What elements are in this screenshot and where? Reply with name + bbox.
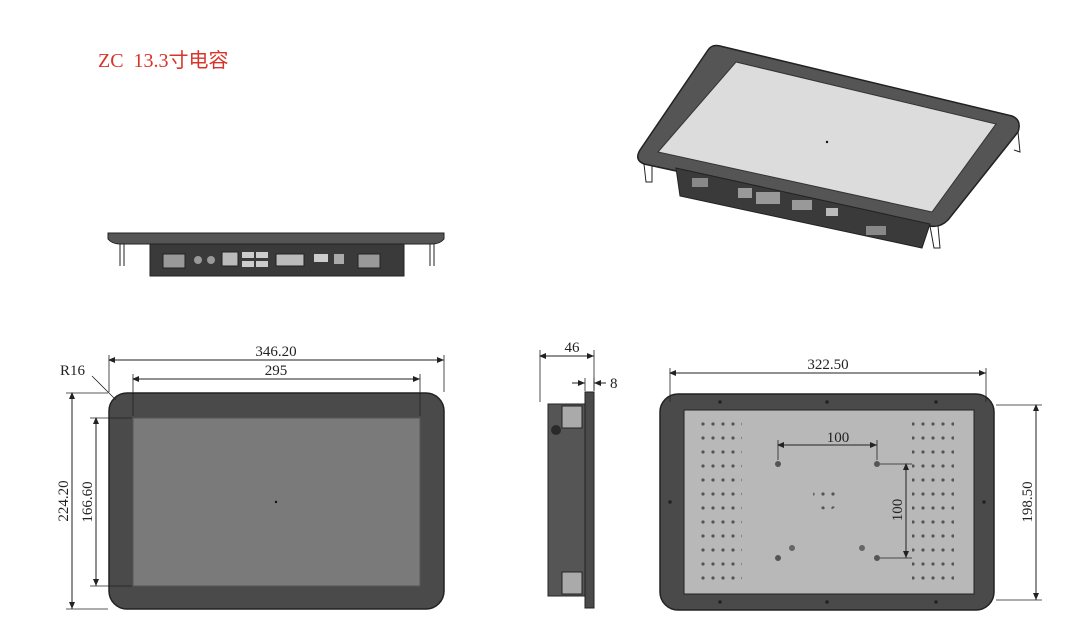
dim-corner-radius: R16: [60, 363, 86, 379]
dim-display-width: 295: [265, 363, 288, 379]
dim-mount-height: 198.50: [1020, 481, 1036, 522]
dim-bezel-thickness: 8: [610, 376, 618, 392]
dim-overall-width: 346.20: [255, 344, 296, 360]
front-view: [66, 355, 445, 610]
drawing-title: ZC 13.3寸电容: [98, 50, 229, 72]
isometric-view: [637, 44, 1021, 249]
dim-vesa-horizontal: 100: [827, 430, 850, 446]
rear-view: [659, 368, 1042, 611]
dim-overall-height: 224.20: [56, 480, 72, 521]
dim-vesa-vertical: 100: [890, 499, 906, 522]
dim-display-height: 166.60: [80, 481, 96, 522]
side-view: [539, 350, 606, 609]
dim-depth: 46: [565, 340, 581, 356]
port-side-view: [107, 232, 445, 277]
dim-mount-width: 322.50: [807, 357, 848, 373]
